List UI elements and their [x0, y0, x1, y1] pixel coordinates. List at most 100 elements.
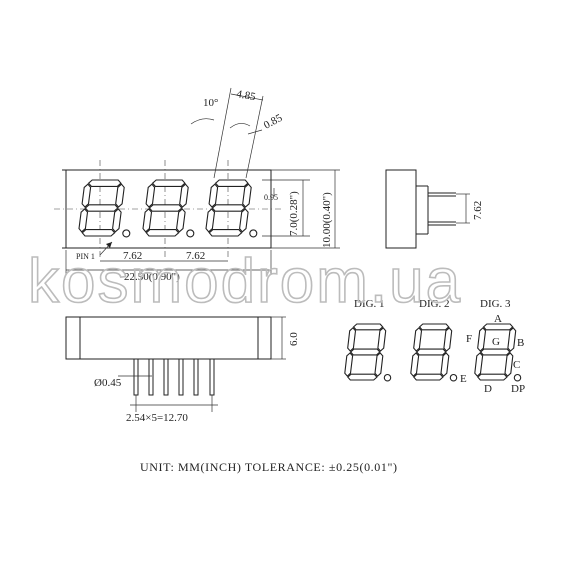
segment-b	[443, 327, 453, 352]
segment-g	[148, 204, 183, 212]
segment-b	[115, 183, 125, 208]
segment-a	[482, 323, 514, 331]
segment-width-label: 4.85	[235, 88, 257, 103]
bottom-pins	[133, 358, 215, 396]
segment-e	[205, 208, 216, 233]
front-view: 10° 4.85 0.85 PIN 1 7.62 7.62 22.50(0.90…	[54, 87, 340, 283]
segment-f	[413, 327, 423, 352]
pitch-label-1: 7.62	[123, 250, 142, 262]
segment-d	[477, 373, 508, 381]
digit-label-2: DIG. 2	[419, 298, 450, 310]
angle-label: 10°	[203, 97, 218, 109]
pin-3	[163, 358, 169, 396]
segment-thickness-label: 0.85	[262, 112, 285, 132]
segment-e	[344, 352, 354, 377]
decimal-point	[249, 229, 258, 238]
segment-g	[415, 348, 447, 356]
pitch-label-2: 7.62	[186, 250, 205, 262]
segment-g	[84, 204, 119, 212]
front-digit-3	[205, 179, 258, 238]
pin-1	[133, 358, 139, 396]
pin-4	[178, 358, 184, 396]
segment-g	[349, 348, 381, 356]
segment-d	[413, 373, 444, 381]
segment-f	[347, 327, 357, 352]
overall-width-label: 22.50(0.90")	[124, 271, 180, 283]
segment-f	[208, 183, 219, 208]
pin-1-label: PIN 1	[76, 252, 95, 261]
segment-e	[142, 208, 153, 233]
segment-label-d: D	[484, 383, 492, 395]
segment-d	[347, 373, 378, 381]
segment-label-c: C	[513, 359, 520, 371]
segment-e	[78, 208, 89, 233]
map-digit-2	[410, 323, 458, 382]
segment-label-g: G	[492, 336, 500, 348]
decimal-point	[513, 373, 522, 382]
segment-map: DIG. 1 DIG. 2 DIG. 3 A B C D E F G DP	[344, 298, 525, 395]
segment-c	[112, 208, 122, 233]
watermark: kosmodrom.ua	[28, 247, 462, 316]
segment-a	[418, 323, 450, 331]
segment-a	[214, 179, 249, 187]
digit-label-1: DIG. 1	[354, 298, 385, 310]
angle-arc-left	[190, 118, 215, 125]
segment-d	[81, 229, 116, 237]
decimal-point	[186, 229, 195, 238]
segment-b	[179, 183, 189, 208]
pin-1-arrow	[106, 242, 112, 248]
pin-6	[209, 358, 215, 396]
segment-a	[151, 179, 186, 187]
segment-label-a: A	[494, 313, 502, 325]
segment-d	[145, 229, 180, 237]
body-height-label: 10.00(0.40")	[321, 192, 333, 248]
digit-height-label: 7.0(0.28")	[288, 191, 300, 236]
segment-c	[440, 352, 450, 377]
segment-b	[242, 183, 252, 208]
front-digits	[78, 179, 258, 238]
segment-b	[507, 327, 517, 352]
segment-g	[211, 204, 246, 212]
pin-pitch-label: 2.54×5=12.70	[126, 412, 188, 424]
decimal-point	[122, 229, 131, 238]
map-digit-1	[344, 323, 392, 382]
segment-a	[87, 179, 122, 187]
digit-label-3: DIG. 3	[480, 298, 511, 310]
pin-diameter-label: Ø0.45	[94, 377, 122, 389]
segment-f	[81, 183, 92, 208]
segment-f	[145, 183, 156, 208]
segment-e	[474, 352, 484, 377]
segment-c	[504, 352, 514, 377]
side-view: 7.62	[385, 169, 484, 249]
bottom-body-outline	[65, 316, 272, 360]
map-digits	[344, 323, 522, 382]
segment-c	[374, 352, 384, 377]
decimal-point	[383, 373, 392, 382]
segment-d	[208, 229, 243, 237]
units-tolerance-note: UNIT: MM(INCH) TOLERANCE: ±0.25(0.01")	[140, 460, 398, 474]
segment-e	[410, 352, 420, 377]
angle-arc-right	[229, 123, 251, 129]
segment-c	[239, 208, 249, 233]
bottom-height-label: 6.0	[288, 332, 300, 346]
segment-a	[352, 323, 384, 331]
segment-g	[479, 348, 511, 356]
decimal-point	[449, 373, 458, 382]
side-body-outline	[385, 169, 417, 249]
pin-2	[148, 358, 154, 396]
map-digit-3	[474, 323, 522, 382]
front-digit-2	[142, 179, 195, 238]
segment-f	[477, 327, 487, 352]
segment-c	[176, 208, 186, 233]
segment-label-f: F	[466, 333, 472, 345]
dp-offset-label: 0.95	[264, 193, 278, 202]
segment-label-e: E	[460, 373, 467, 385]
front-digit-1	[78, 179, 131, 238]
segment-b	[377, 327, 387, 352]
pin-row-spacing-label: 7.62	[472, 201, 484, 220]
segment-label-b: B	[517, 337, 524, 349]
pin-5	[193, 358, 199, 396]
segment-label-dp: DP	[511, 383, 525, 395]
bottom-view: 6.0 Ø0.45 2.54×5=12.70	[65, 316, 300, 424]
